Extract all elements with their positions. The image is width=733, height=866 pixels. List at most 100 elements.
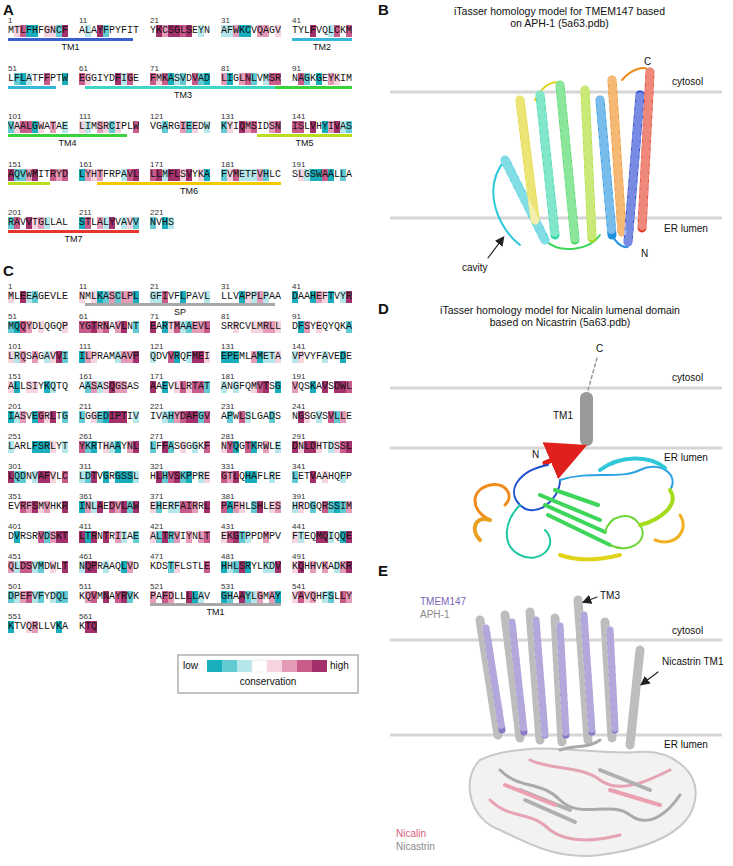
legend-frame — [178, 655, 358, 693]
tm-underline — [275, 86, 352, 89]
residue-number: 151 — [8, 160, 21, 169]
cavity-label: cavity — [462, 262, 488, 274]
sequence-block: GFIVFLPAVL — [150, 291, 210, 303]
sequence-block: HHLSRYLKDV — [221, 561, 281, 573]
panel-letter: A — [3, 1, 14, 18]
residue-number: 301 — [8, 462, 21, 471]
sequence-block: FVMETFVHLC — [221, 169, 281, 181]
sequence-block: LIGLNLVMSR — [221, 73, 281, 85]
sequence-block: NYQGTKRWLE — [221, 441, 281, 453]
residue-number: 201 — [8, 402, 21, 411]
superposition-model — [470, 597, 696, 856]
sequence-block: MLEEAGEVLE — [8, 291, 68, 303]
sequence-block: EVRFSMVHKR — [8, 501, 68, 513]
residue-number: 531 — [221, 582, 234, 591]
residue-number: 41 — [292, 282, 301, 291]
residue-number: 131 — [221, 342, 234, 351]
residue-number: 221 — [150, 208, 163, 217]
sequence-block: ALLSIYKQTQ — [8, 381, 68, 393]
sequence-block: HLHVSKPPRE — [150, 471, 210, 483]
sequence-block: AASASQGSAS — [79, 381, 139, 393]
tm-label: TM6 — [180, 186, 198, 196]
panel-letter: C — [3, 262, 14, 279]
legend-protein: Nicastrin — [396, 841, 435, 853]
residue-number: 241 — [292, 402, 305, 411]
compartment-label: ER lumen — [664, 739, 708, 751]
compartment-label: cytosol — [672, 76, 703, 88]
residue-number: 361 — [79, 492, 92, 501]
residue-number: 91 — [292, 64, 301, 73]
residue-number: 441 — [292, 522, 305, 531]
tm-underline — [8, 230, 139, 233]
sequence-block: ALTRVIYNLT — [150, 531, 210, 543]
sequence-block: APWLSLGADS — [221, 411, 281, 423]
sequence-block: LTRNTRIIAE — [79, 531, 139, 543]
sequence-block: EHERFAIRRL — [150, 501, 210, 513]
residue-number: 281 — [221, 432, 234, 441]
tmem147-model — [488, 68, 650, 258]
sequence-block: LLMFLSVYKA — [150, 169, 210, 181]
residue-number: 521 — [150, 582, 163, 591]
tm-label: TM1 — [207, 607, 225, 617]
residue-number: 211 — [79, 208, 92, 217]
legend-protein: Nicalin — [396, 828, 426, 840]
residue-number: 91 — [292, 312, 301, 321]
legend-swatch — [312, 660, 327, 672]
tm-label: TM4 — [59, 138, 77, 148]
sequence-block: KTQ — [79, 621, 97, 633]
sequence-block: LIMSRCIPLW — [79, 121, 139, 133]
sequence-block: KTVQRLLVKA — [8, 621, 68, 633]
residue-number: 171 — [150, 372, 163, 381]
residue-number: 161 — [79, 160, 92, 169]
residue-number: 491 — [292, 552, 305, 561]
residue-number: 401 — [8, 522, 21, 531]
sequence-block: GTLQHAFLRE — [221, 471, 281, 483]
compartment-label: cytosol — [672, 372, 703, 384]
sequence-block: ISLVHYIVAS — [292, 121, 352, 133]
residue-number: 11 — [79, 282, 87, 291]
sequence-block: AAEVLLRTAT — [150, 381, 210, 393]
tm-label: TM3 — [174, 90, 192, 100]
sequence-block: NGSGVSVLLE — [292, 411, 352, 423]
residue-number: 111 — [79, 112, 91, 121]
tm-underline — [8, 182, 50, 185]
terminus-label: N — [641, 248, 648, 260]
sequence-block: VQSKAVSDWL — [292, 381, 352, 393]
residue-number: 261 — [79, 432, 92, 441]
compartment-label: ER lumen — [664, 452, 708, 464]
sequence-block: SLGSWAALLA — [292, 169, 352, 181]
residue-number: 251 — [8, 432, 21, 441]
sequence-block: NMLKASCLPL — [79, 291, 139, 303]
tm-underline — [150, 603, 281, 606]
tm-label: TM1 — [553, 410, 573, 422]
residue-number: 21 — [150, 282, 159, 291]
sequence-block: VPVYFAVEDE — [292, 351, 352, 363]
residue-number: 131 — [221, 112, 234, 121]
sequence-block: EGGIYDFIGE — [79, 73, 139, 85]
residue-number: 321 — [150, 462, 163, 471]
residue-number: 191 — [292, 160, 305, 169]
residue-number: 431 — [221, 522, 234, 531]
residue-number: 551 — [8, 612, 21, 621]
tm-underline — [257, 134, 352, 137]
residue-number: 141 — [292, 342, 305, 351]
residue-number: 1 — [8, 16, 12, 25]
residue-number: 561 — [79, 612, 92, 621]
sequence-block: PAFHLSHLES — [221, 501, 281, 513]
sequence-block: TYLFVQLCKM — [292, 25, 352, 37]
sequence-block: KQVMNAYRVK — [79, 591, 139, 603]
tm-label: SP — [174, 307, 186, 317]
residue-number: 181 — [221, 372, 234, 381]
sequence-block: ILPRAMAAVP — [79, 351, 139, 363]
residue-number: 121 — [150, 112, 163, 121]
residue-number: 21 — [150, 16, 159, 25]
residue-number: 11 — [79, 16, 87, 25]
sequence-block: FMKASVDVAD — [150, 73, 210, 85]
residue-number: 481 — [221, 552, 234, 561]
residue-number: 451 — [8, 552, 21, 561]
sequence-block: LYHTFRPAVL — [79, 169, 139, 181]
residue-number: 101 — [8, 112, 21, 121]
legend-title: conservation — [240, 676, 297, 688]
residue-number: 221 — [150, 402, 163, 411]
legend-text: high — [330, 660, 349, 672]
